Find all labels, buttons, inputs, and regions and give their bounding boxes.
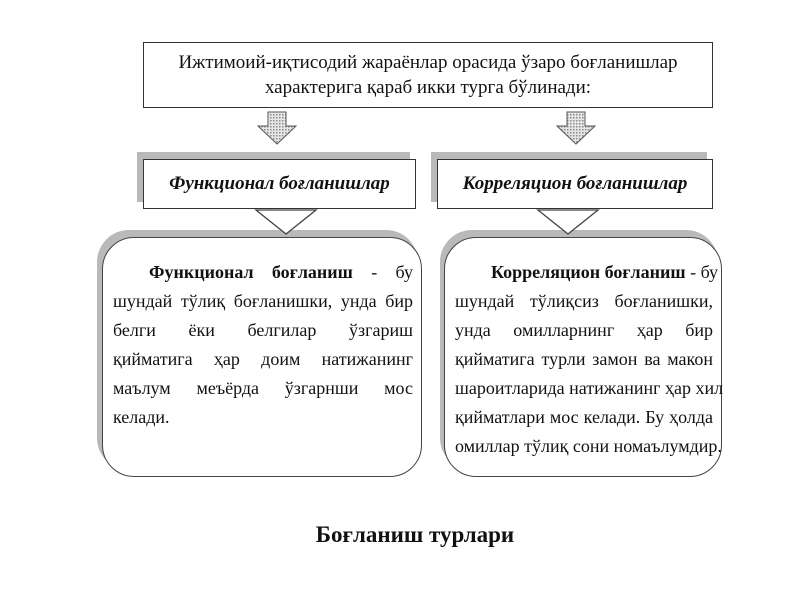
figure-caption: Боғланиш турлари bbox=[315, 522, 515, 547]
top-statement-line-1: Ижтимоий-иқтисодий жараёнлар орасида ўза… bbox=[178, 52, 678, 73]
correlation-description-line: омиллар тўлиқ сони номаълумдир. bbox=[455, 436, 722, 456]
down-arrow-icon bbox=[555, 111, 597, 145]
top-statement-box: Ижтимоий-иқтисодий жараёнлар орасида ўза… bbox=[143, 42, 713, 108]
functional-term: Функционал боғланиш bbox=[149, 262, 353, 282]
functional-description-line: келади. bbox=[113, 407, 170, 427]
correlation-description-first-line: Корреляцион боғланиш - бу bbox=[455, 258, 718, 287]
correlation-description-line: қийматлари мос келади. Бу ҳолда bbox=[455, 407, 713, 427]
correlation-description-line: шароитларида натижанинг ҳар хил bbox=[455, 378, 724, 398]
correlation-description-line: шундай тўлиқсиз боғланишки, bbox=[455, 291, 713, 311]
down-arrow-icon bbox=[256, 111, 298, 145]
functional-term-dash: - бу bbox=[352, 262, 413, 282]
functional-description-first-line: Функционал боғланиш - бу bbox=[113, 258, 413, 287]
correlation-term-dash: - бу bbox=[685, 262, 719, 282]
top-statement-line-2: характерига қараб икки турга бўлинади: bbox=[264, 77, 592, 98]
functional-description-line: белги ёки белгилар ўзгариш bbox=[113, 320, 413, 340]
correlation-category-label: Корреляцион боғланишлар bbox=[462, 173, 688, 194]
functional-description-line: шундай тўлиқ боғланишки, унда бир bbox=[113, 291, 413, 311]
functional-category-label: Функционал боғланишлар bbox=[169, 173, 390, 194]
correlation-description-box: Корреляцион боғланиш - бу шундай тўлиқси… bbox=[444, 237, 724, 477]
functional-description-line: қийматига ҳар доим натижанинг bbox=[113, 349, 413, 369]
correlation-category-box: Корреляцион боғланишлар bbox=[437, 159, 713, 209]
correlation-description-line: қийматига турли замон ва макон bbox=[455, 349, 713, 369]
functional-description-box: Функционал боғланиш - бу шундай тўлиқ бо… bbox=[102, 237, 422, 477]
correlation-term: Корреляцион боғланиш bbox=[491, 262, 686, 282]
functional-category-box: Функционал боғланишлар bbox=[143, 159, 416, 209]
functional-description-line: маълум меъёрда ўзгарнши мос bbox=[113, 378, 413, 398]
correlation-description-line: унда омилларнинг ҳар бир bbox=[455, 320, 713, 340]
